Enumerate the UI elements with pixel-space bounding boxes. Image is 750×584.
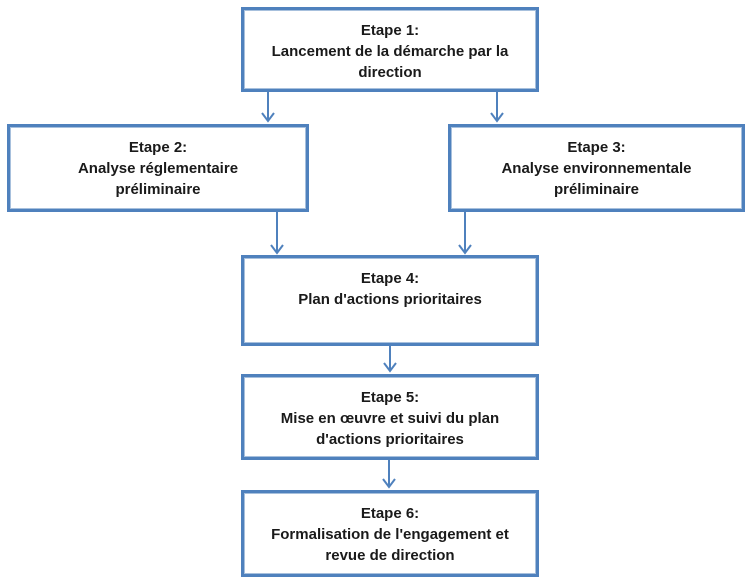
step-body: Mise en œuvre et suivi du plan d'actions… (280, 410, 500, 448)
step-box-etape-3: Etape 3: Analyse environnementale prélim… (448, 124, 745, 212)
step-body: Plan d'actions prioritaires (298, 291, 482, 308)
step-body: Analyse réglementaire préliminaire (77, 160, 239, 198)
arrow-etape1-to-etape2 (261, 92, 275, 123)
step-title: Etape 4: (360, 270, 420, 287)
arrow-etape5-to-etape6 (382, 460, 396, 489)
step-title: Etape 2: (128, 139, 188, 156)
step-box-etape-4: Etape 4: Plan d'actions prioritaires (241, 255, 539, 346)
arrow-etape1-to-etape3 (490, 92, 504, 123)
step-body: Analyse environnementale préliminaire (501, 160, 692, 198)
step-box-etape-2: Etape 2: Analyse réglementaire prélimina… (7, 124, 309, 212)
arrow-etape4-to-etape5 (383, 346, 397, 373)
step-title: Etape 5: (360, 389, 420, 406)
step-body: Lancement de la démarche par la directio… (271, 43, 509, 81)
step-title: Etape 1: (360, 22, 420, 39)
step-body: Formalisation de l'engagement et revue d… (271, 526, 509, 564)
step-title: Etape 6: (360, 505, 420, 522)
step-box-etape-5: Etape 5: Mise en œuvre et suivi du plan … (241, 374, 539, 460)
step-box-etape-1: Etape 1: Lancement de la démarche par la… (241, 7, 539, 92)
step-box-etape-6: Etape 6: Formalisation de l'engagement e… (241, 490, 539, 577)
arrow-etape2-to-etape4 (270, 212, 284, 255)
step-title: Etape 3: (567, 139, 626, 156)
arrow-etape3-to-etape4 (458, 212, 472, 255)
